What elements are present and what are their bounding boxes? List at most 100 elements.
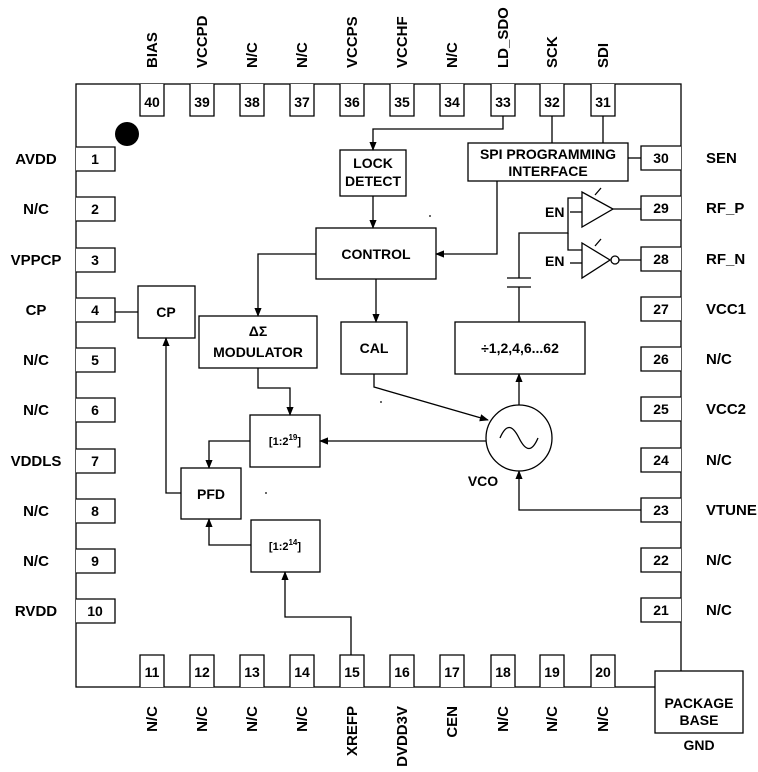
pin-31: 31 SDI (590, 43, 616, 117)
pin-name: VDDLS (11, 453, 62, 470)
pin-12: 12N/C (189, 654, 215, 732)
ref-divider-base: [1:2 (269, 541, 289, 553)
pin-number: 14 (294, 664, 310, 680)
pin-37: 37 N/C (289, 42, 315, 117)
pin-name: N/C (706, 351, 732, 368)
ref-divider-close: ] (297, 541, 301, 553)
pins-bottom: 11N/C12N/C13N/C14N/C15XREFP16DVDD3V17CEN… (139, 654, 616, 767)
pin-38: 38N/C (239, 42, 265, 117)
package-base-label-2: BASE (680, 712, 719, 728)
pin-name: N/C (23, 402, 49, 419)
pin-name: VCC1 (706, 301, 746, 318)
pin-name: N/C (706, 452, 732, 469)
pin-number: 6 (91, 402, 99, 418)
frac-divider-label: [1:219] (269, 433, 301, 448)
pin-name: VTUNE (706, 502, 757, 519)
pin-name: N/C (544, 706, 561, 732)
pin-number: 26 (653, 351, 669, 367)
pin-name: N/C (194, 706, 211, 732)
pin-8: 8N/C (23, 498, 116, 524)
pin-number: 15 (344, 664, 360, 680)
spi-label-1: SPI PROGRAMMING (480, 146, 616, 162)
stray-dot (380, 401, 382, 403)
vco-label: VCO (468, 473, 498, 489)
en-label-2: EN (545, 253, 564, 269)
pin-name: DVDD3V (394, 706, 411, 767)
package-base-box (654, 670, 744, 734)
vco-sine-icon (499, 426, 539, 450)
pin-name: CEN (444, 706, 461, 738)
pin-34: 34N/C (439, 42, 465, 117)
output-divider-block (454, 321, 586, 375)
pfd-label: PFD (197, 486, 225, 502)
pin-name: N/C (294, 706, 311, 732)
pin-name: N/C (595, 706, 612, 732)
pin-number: 18 (495, 664, 511, 680)
pin-number: 40 (144, 94, 160, 110)
pin-name: N/C (23, 352, 49, 369)
pin-name: N/C (444, 42, 461, 68)
pin-24: 24 N/C (640, 447, 732, 473)
cp-label: CP (156, 304, 175, 320)
modulator-label: MODULATOR (213, 344, 303, 360)
gnd-label: GND (683, 737, 714, 753)
pin-number: 23 (653, 502, 669, 518)
pin-name: SCK (544, 36, 561, 68)
pin-35: 35 VCCHF (389, 16, 415, 117)
pin-5: 5 N/C (23, 347, 116, 373)
pin-name: N/C (706, 602, 732, 619)
rf-p-buffer-icon (581, 190, 615, 229)
pin-4: 4 CP (26, 297, 116, 323)
pin-name: RF_N (706, 251, 745, 268)
pin-name: N/C (294, 42, 311, 68)
spi-label-2: INTERFACE (508, 163, 587, 179)
pin-number: 32 (544, 94, 560, 110)
pin-14: 14N/C (289, 654, 315, 732)
pin-name: N/C (23, 553, 49, 570)
pin-number: 36 (344, 94, 360, 110)
pin-19: 19N/C (539, 654, 565, 732)
pin-number: 38 (244, 94, 260, 110)
pin-name: RVDD (15, 603, 57, 620)
pin-name: VCC2 (706, 401, 746, 418)
pin-number: 5 (91, 352, 99, 368)
package-outline (75, 83, 682, 688)
pin-name: SEN (706, 150, 737, 167)
pin-36: 36 VCCPS (339, 16, 365, 117)
modulator-symbol: ΔΣ (249, 323, 267, 339)
pin-number: 37 (294, 94, 310, 110)
pin-name: VCCPS (344, 16, 361, 68)
pin-20: 20N/C (590, 654, 616, 732)
pin-name: CP (26, 302, 47, 319)
frac-divider-close: ] (297, 436, 301, 448)
pin-6: 6 N/C (23, 397, 116, 423)
pin-9: 9N/C (23, 548, 116, 574)
pin-number: 21 (653, 602, 669, 618)
pin-name: SDI (595, 43, 612, 68)
pin-name: VCCHF (394, 16, 411, 68)
pin-number: 10 (87, 603, 103, 619)
pin-number: 31 (595, 94, 611, 110)
pin-number: 3 (91, 252, 99, 268)
pin-26: 26 N/C (640, 346, 732, 372)
pin-name: N/C (244, 706, 261, 732)
frac-divider-base: [1:2 (269, 436, 289, 448)
pin-number: 35 (394, 94, 410, 110)
pin-number: 24 (653, 452, 669, 468)
pin-2: 2N/C (23, 196, 116, 222)
control-label: CONTROL (341, 246, 411, 262)
cal-block (340, 321, 408, 375)
pin-number: 4 (91, 302, 99, 318)
rf-n-buffer-icon (581, 241, 612, 280)
stray-dot (429, 215, 431, 217)
